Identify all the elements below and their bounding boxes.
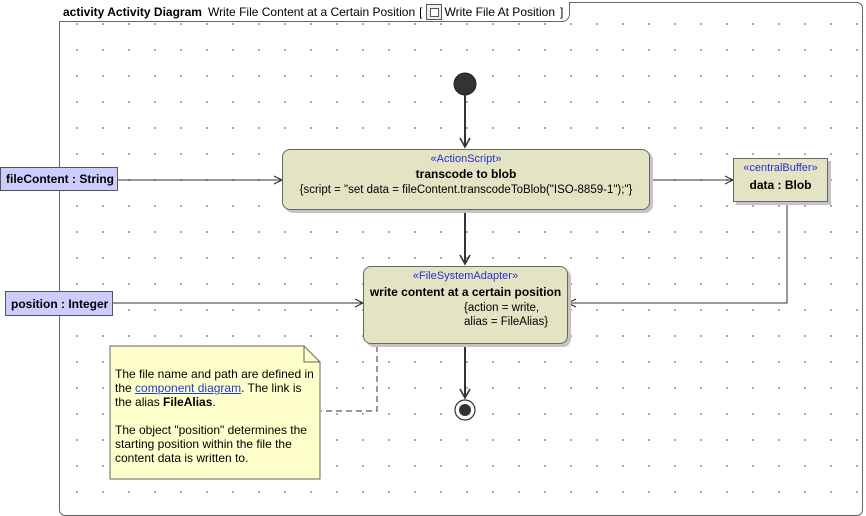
note-text-part: . The link is the alias	[115, 381, 302, 409]
parameter-position[interactable]: position : Integer	[5, 291, 113, 316]
note-anchor	[321, 346, 378, 412]
stereotype-filesystemadapter: «FileSystemAdapter»	[412, 270, 519, 282]
frame-keyword: activity Activity Diagram	[63, 4, 202, 19]
flow-buffer-to-write	[568, 202, 788, 303]
frame-header: activity Activity Diagram Write File Con…	[59, 2, 571, 22]
action-write-tag-alias: alias = FileAlias}	[464, 316, 549, 328]
stereotype-actionscript: «ActionScript»	[430, 153, 502, 165]
action-write-tag-action: {action = write,	[464, 302, 540, 314]
frame-owner: Write File At Position	[444, 4, 555, 19]
note-text-part: .	[212, 395, 216, 409]
frame-bracket-close: ]	[560, 4, 564, 19]
note-alias-bold: FileAlias	[163, 395, 213, 409]
note-paragraph-position: The object "position" determines the sta…	[115, 423, 307, 465]
frame-bracket-open: [	[419, 4, 423, 19]
stereotype-centralbuffer: «centralBuffer»	[743, 162, 818, 174]
action-write-content[interactable]: «FileSystemAdapter» write content at a c…	[363, 266, 568, 344]
note-text: The file name and path are defined in th…	[115, 367, 315, 465]
action-transcode-to-blob[interactable]: «ActionScript» transcode to blob {script…	[282, 149, 650, 210]
action-transcode-name: transcode to blob	[415, 167, 517, 181]
component-diagram-link[interactable]: component diagram	[135, 381, 242, 395]
central-buffer-data[interactable]: «centralBuffer» data : Blob	[733, 158, 828, 202]
activity-icon	[425, 3, 442, 20]
parameter-filecontent[interactable]: fileContent : String	[0, 167, 118, 191]
note-shape	[109, 345, 321, 480]
frame-title: Write File Content at a Certain Position	[207, 4, 416, 19]
initial-node	[453, 72, 477, 96]
action-transcode-script: {script = "set data = fileContent.transc…	[299, 184, 633, 196]
comment-note[interactable]: The file name and path are defined in th…	[110, 346, 320, 479]
note-text-part: The file name and path are defined in th…	[115, 367, 314, 395]
buffer-name: data : Blob	[749, 178, 812, 192]
action-write-name: write content at a certain position	[369, 285, 562, 299]
